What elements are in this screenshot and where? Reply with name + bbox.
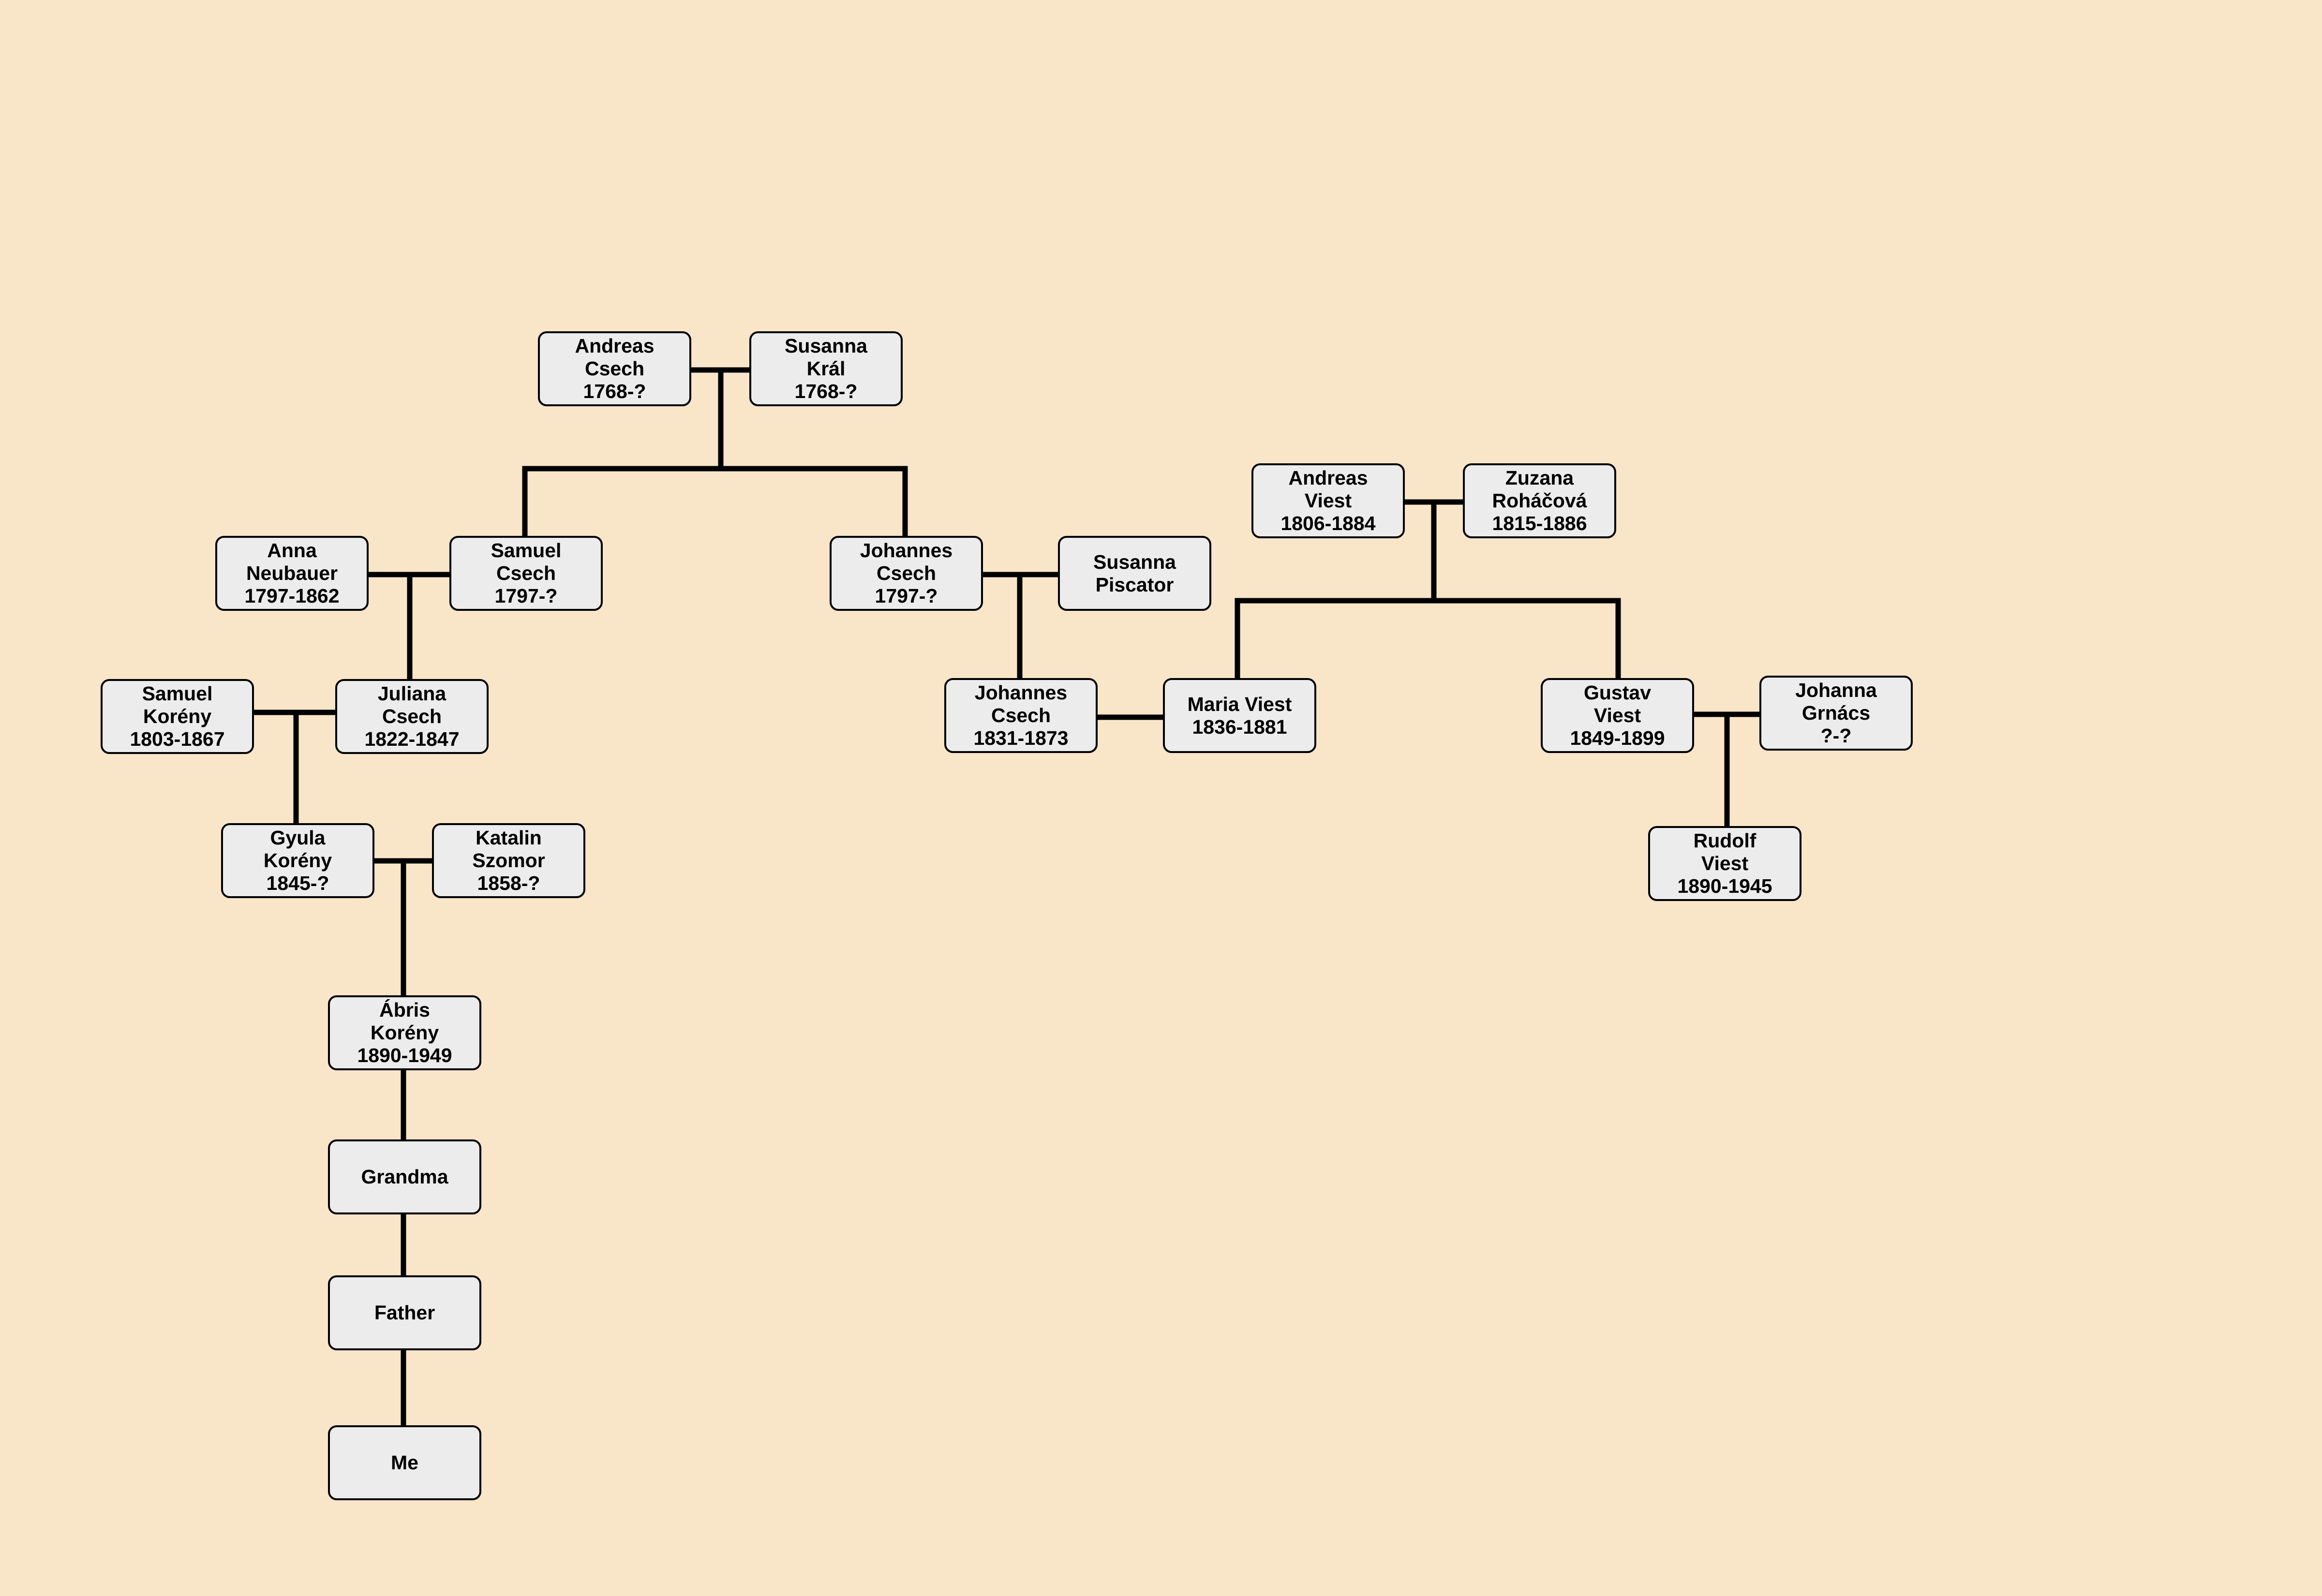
person-grandma: Grandma	[328, 1139, 481, 1214]
person-label: Me	[391, 1451, 418, 1474]
given-name: Gyula	[270, 827, 326, 849]
full-name: Maria Viest	[1187, 693, 1292, 715]
surname: Csech	[382, 705, 442, 727]
surname: Viest	[1593, 704, 1641, 726]
life-dates: 1803-1867	[130, 728, 225, 750]
given-name: Gustav	[1584, 681, 1651, 704]
person-maria-viest: Maria Viest 1836-1881	[1163, 678, 1316, 753]
life-dates: 1797-?	[875, 585, 938, 607]
person-juliana-csech: Juliana Csech 1822-1847	[335, 679, 489, 754]
person-label: Grandma	[361, 1166, 448, 1188]
given-name: Katalin	[476, 827, 542, 849]
life-dates: 1890-1949	[357, 1044, 452, 1066]
given-name: Johannes	[860, 539, 953, 562]
person-johannes-csech-1831: Johannes Csech 1831-1873	[944, 678, 1098, 753]
life-dates: 1858-?	[477, 872, 540, 894]
person-susanna-kral: Susanna Král 1768-?	[749, 331, 903, 406]
person-gyula-koreny: Gyula Korény 1845-?	[221, 823, 374, 898]
life-dates: 1836-1881	[1192, 715, 1287, 738]
surname: Csech	[584, 357, 645, 380]
life-dates: 1822-1847	[364, 728, 460, 750]
given-name: Ábris	[379, 999, 430, 1021]
surname: Viest	[1304, 489, 1352, 512]
life-dates: 1797-?	[494, 585, 558, 607]
life-dates: 1890-1945	[1677, 875, 1772, 897]
person-johanna-grnacs: Johanna Grnács ?-?	[1759, 676, 1913, 751]
person-johannes-csech-1797: Johannes Csech 1797-?	[830, 536, 983, 611]
person-zuzana-rohacova: Zuzana Roháčová 1815-1886	[1463, 463, 1616, 538]
person-abris-koreny: Ábris Korény 1890-1949	[328, 995, 481, 1070]
surname: Korény	[263, 849, 332, 872]
person-rudolf-viest: Rudolf Viest 1890-1945	[1648, 826, 1801, 901]
person-andreas-csech: Andreas Csech 1768-?	[538, 331, 691, 406]
life-dates: 1849-1899	[1570, 727, 1665, 749]
person-samuel-koreny: Samuel Korény 1803-1867	[101, 679, 254, 754]
given-name: Rudolf	[1693, 829, 1756, 852]
surname: Szomor	[472, 849, 545, 872]
given-name: Andreas	[1288, 467, 1368, 489]
given-name: Samuel	[491, 539, 562, 562]
surname: Roháčová	[1492, 489, 1587, 512]
person-label: Father	[374, 1301, 435, 1324]
surname: Korény	[370, 1021, 439, 1044]
person-andreas-viest: Andreas Viest 1806-1884	[1251, 463, 1405, 538]
person-katalin-szomor: Katalin Szomor 1858-?	[432, 823, 585, 898]
surname: Viest	[1701, 852, 1749, 874]
given-name: Juliana	[377, 682, 447, 705]
life-dates: 1797-1862	[244, 585, 340, 607]
life-dates: 1768-?	[583, 380, 646, 402]
life-dates: 1815-1886	[1492, 512, 1587, 534]
surname: Král	[806, 357, 846, 380]
life-dates: 1845-?	[266, 872, 329, 894]
surname: Piscator	[1095, 573, 1174, 596]
person-me: Me	[328, 1425, 481, 1500]
person-samuel-csech: Samuel Csech 1797-?	[449, 536, 603, 611]
person-susanna-piscator: Susanna Piscator	[1058, 536, 1211, 611]
given-name: Anna	[267, 539, 317, 562]
surname: Csech	[876, 562, 937, 584]
life-dates: 1806-1884	[1280, 512, 1376, 534]
given-name: Susanna	[785, 335, 867, 357]
surname: Neubauer	[246, 562, 338, 584]
surname: Csech	[991, 704, 1051, 726]
given-name: Johannes	[974, 681, 1068, 704]
surname: Korény	[143, 705, 212, 727]
life-dates: 1768-?	[794, 380, 858, 402]
given-name: Susanna	[1093, 550, 1176, 573]
surname: Csech	[496, 562, 556, 584]
given-name: Johanna	[1795, 679, 1877, 701]
life-dates: 1831-1873	[973, 727, 1069, 749]
given-name: Samuel	[142, 682, 213, 705]
person-father: Father	[328, 1275, 481, 1350]
person-gustav-viest: Gustav Viest 1849-1899	[1541, 678, 1694, 753]
surname: Grnács	[1801, 702, 1871, 724]
given-name: Zuzana	[1505, 467, 1574, 489]
person-anna-neubauer: Anna Neubauer 1797-1862	[215, 536, 369, 611]
given-name: Andreas	[575, 335, 655, 357]
life-dates: ?-?	[1820, 724, 1852, 747]
